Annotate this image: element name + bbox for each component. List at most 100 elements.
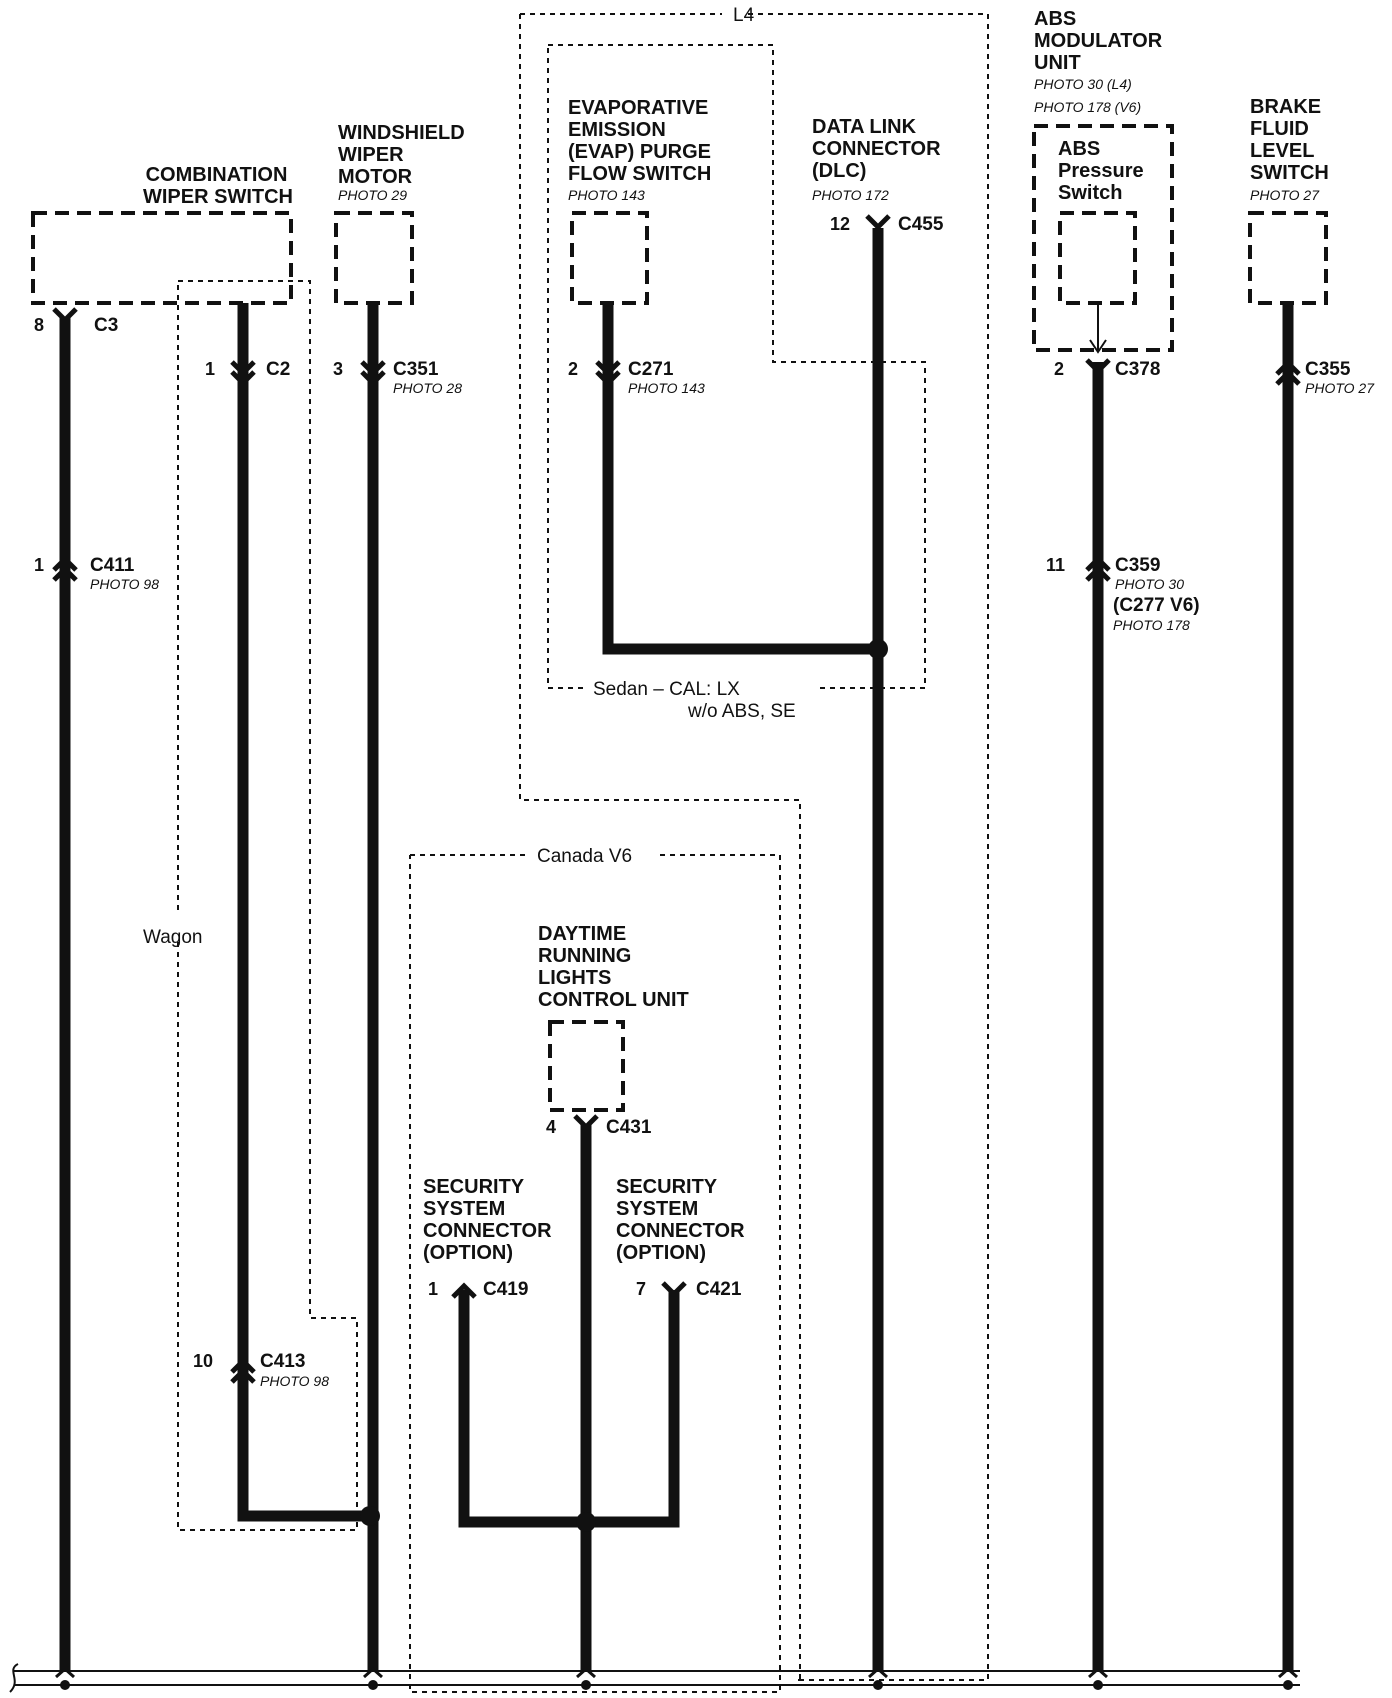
c271-photo: PHOTO 143 [628, 380, 705, 396]
l4-zone-boundary [519, 13, 989, 1681]
splice-security [576, 1512, 596, 1532]
canada-zone-boundary [409, 854, 781, 1693]
c411-pin: 1 [34, 555, 44, 575]
connector-c455-symbol [865, 214, 891, 231]
ground-bus-cross-6 [1278, 1666, 1298, 1679]
brake-fluid-level-switch-box [1248, 211, 1328, 305]
wagon-zone-boundary [177, 280, 358, 1531]
ground-bus-cross-2 [363, 1666, 383, 1679]
connector-c351-symbol [360, 360, 386, 387]
c351-pin: 3 [333, 359, 343, 379]
ground-bus-cross-1 [55, 1666, 75, 1679]
abs-pressure-arrow [1089, 339, 1107, 354]
c419-pin: 1 [428, 1279, 438, 1299]
security-connector-right-label: SECURITY SYSTEM CONNECTOR (OPTION) [616, 1176, 750, 1264]
ground-bus-cross-3 [576, 1666, 596, 1679]
canada-zone-label: Canada V6 [537, 846, 632, 867]
c3-label: C3 [94, 315, 118, 336]
c411-photo: PHOTO 98 [90, 576, 159, 592]
c3-pin: 8 [34, 315, 44, 335]
ground-node-1 [60, 1680, 70, 1690]
wire-c2-to-c413 [237, 303, 370, 1522]
c359-alt-label: (C277 V6) [1113, 595, 1200, 616]
c421-pin: 7 [636, 1279, 646, 1299]
abs-modulator-outer-box [1032, 124, 1174, 352]
c359-label: C359 [1115, 555, 1160, 576]
ground-bus-cross-5 [1088, 1666, 1108, 1679]
connector-c411-symbol [52, 555, 78, 582]
splice-dlc [868, 639, 888, 659]
c455-pin: 12 [830, 214, 850, 234]
c431-pin: 4 [546, 1117, 556, 1137]
ground-bus-break [9, 1663, 19, 1693]
c413-pin: 10 [193, 1351, 213, 1371]
wagon-zone-label: Wagon [143, 927, 203, 948]
data-link-connector-label: DATA LINK CONNECTOR (DLC) [812, 116, 946, 182]
connector-c419-symbol [451, 1282, 477, 1299]
daytime-running-lights-label: DAYTIME RUNNING LIGHTS CONTROL UNIT [538, 923, 689, 1011]
abs-modulator-unit-label: ABS MODULATOR UNIT [1034, 8, 1168, 74]
c355-photo: PHOTO 27 [1305, 380, 1375, 396]
ground-node-6 [1283, 1680, 1293, 1690]
sedan-zone-label-2: w/o ABS, SE [687, 701, 796, 722]
ground-node-2 [368, 1680, 378, 1690]
c359-pin: 11 [1046, 555, 1065, 575]
c413-label: C413 [260, 1351, 305, 1372]
data-link-connector-photo: PHOTO 172 [812, 187, 889, 203]
connector-c421-symbol [661, 1281, 687, 1298]
windshield-wiper-motor-box [334, 211, 414, 305]
c355-label: C355 [1305, 359, 1351, 380]
evap-purge-flow-switch-photo: PHOTO 143 [568, 187, 645, 203]
evap-purge-flow-switch-box [570, 211, 649, 305]
brake-fluid-level-switch-photo: PHOTO 27 [1250, 187, 1320, 203]
connector-c378-symbol [1085, 358, 1111, 375]
connector-c431-symbol [573, 1114, 599, 1131]
c271-pin: 2 [568, 359, 578, 379]
daytime-running-lights-box [548, 1020, 625, 1112]
abs-modulator-unit-photo-v6: PHOTO 178 (V6) [1034, 99, 1141, 115]
ground-bus [14, 1670, 1300, 1686]
c2-label: C2 [266, 359, 290, 380]
connector-c2-symbol [230, 360, 256, 387]
connector-c413-symbol [230, 1357, 256, 1384]
c378-label: C378 [1115, 359, 1160, 380]
sedan-zone-boundary [547, 44, 926, 689]
abs-pressure-switch-label: ABS Pressure Switch [1058, 138, 1149, 204]
wire-security-connectors [458, 1290, 680, 1528]
connector-c359-symbol [1085, 555, 1111, 582]
c359-alt-photo: PHOTO 178 [1113, 617, 1190, 633]
c421-label: C421 [696, 1279, 742, 1300]
ground-node-3 [581, 1680, 591, 1690]
splice-wagon [360, 1506, 380, 1526]
ground-node-5 [1093, 1680, 1103, 1690]
abs-modulator-unit-photo-l4: PHOTO 30 (L4) [1034, 76, 1132, 92]
connector-c3-symbol [52, 307, 78, 324]
c455-label: C455 [898, 214, 944, 235]
windshield-wiper-motor-label: WINDSHIELD WIPER MOTOR [338, 122, 470, 188]
combination-wiper-switch-box [31, 211, 293, 305]
c413-photo: PHOTO 98 [260, 1373, 329, 1389]
c2-pin: 1 [205, 359, 215, 379]
security-connector-left-label: SECURITY SYSTEM CONNECTOR (OPTION) [423, 1176, 557, 1264]
abs-pressure-switch-box [1058, 211, 1137, 305]
c419-label: C419 [483, 1279, 528, 1300]
c411-label: C411 [90, 555, 135, 576]
l4-zone-label: L4 [733, 5, 755, 26]
c351-photo: PHOTO 28 [393, 380, 462, 396]
c378-pin: 2 [1054, 359, 1064, 379]
ground-node-4 [873, 1680, 883, 1690]
connector-c355-symbol [1275, 359, 1301, 386]
evap-purge-flow-switch-label: EVAPORATIVE EMISSION (EVAP) PURGE FLOW S… [568, 97, 717, 185]
c431-label: C431 [606, 1117, 652, 1138]
windshield-wiper-motor-photo: PHOTO 29 [338, 187, 407, 203]
connector-c271-symbol [595, 360, 621, 387]
c351-label: C351 [393, 359, 439, 380]
c359-photo: PHOTO 30 [1115, 576, 1184, 592]
sedan-zone-label: Sedan – CAL: LX [593, 679, 740, 700]
combination-wiper-switch-label: COMBINATION WIPER SWITCH [143, 164, 293, 208]
wire-c271-to-dlc [602, 303, 878, 655]
c271-label: C271 [628, 359, 674, 380]
brake-fluid-level-switch-label: BRAKE FLUID LEVEL SWITCH [1250, 96, 1329, 184]
ground-bus-cross-4 [868, 1666, 888, 1679]
